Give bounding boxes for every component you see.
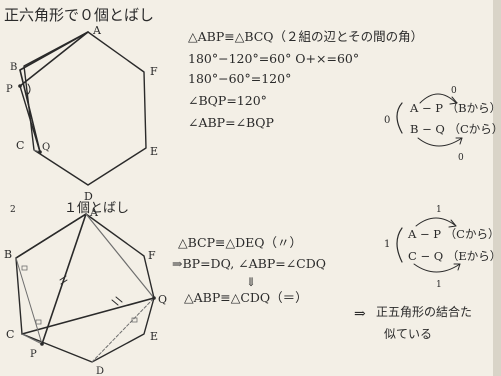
proof1-line-2: 180°−120°=60° O+×=60° [188,51,359,66]
proof2-line-2: ⇒BP=DQ, ∠ABP=∠CDQ [172,256,326,271]
fig1-label-p: P [6,84,13,95]
fig2-segment-aq [85,213,155,299]
fig1-label-q: Q [42,142,50,153]
polygon-2-outline [15,213,155,363]
fig2-segment-bp [15,257,43,345]
tick-mark-4 [115,296,123,303]
angle-box-c [35,319,42,325]
proof2-arrow-down: ⇓ [246,275,256,289]
conclusion-line-2: 似ている [384,327,432,341]
fig2-label-b: B [4,248,12,261]
figure-2-polygon [15,213,156,363]
heading-2: １個とばし [64,201,129,216]
hexagon-1-outline [23,31,147,186]
note2-brace [396,227,403,263]
note1-brace [396,102,403,134]
page-heading: 正六角形で０個とばし [4,6,154,24]
fig2-label-d: D [96,366,104,376]
note2-one: 1 [384,239,390,250]
proof1-line-1: △ABP≡△BCQ（２組の辺とその間の角） [188,29,423,44]
fig2-segment-dq [91,297,155,363]
page-edge [493,0,501,376]
conclusion-arrow: ⇒ [354,306,366,322]
angle-mark-1 [27,83,31,95]
conclusion-note: ⇒ 正五角形の結合た 似ている [354,304,472,341]
tick-mark-3 [111,299,119,306]
fig1-label-c: C [16,139,24,152]
fig2-segment-cp [21,333,43,345]
fig1-label-f: F [150,65,158,78]
segment-pq [19,85,41,153]
fig2-label-c: C [6,328,14,341]
note1-zero: 0 [384,115,390,126]
tick-mark-2 [60,279,68,285]
conclusion-line-1: 正五角形の結合た [376,304,472,319]
note1-arrow-top [419,93,457,104]
fig2-segment-ab [15,213,87,259]
note2-arrow-top-head [448,219,457,228]
fig1-label-b: B [10,62,17,73]
fig1-label-a: A [92,24,102,37]
fig2-segment-cq [21,297,155,335]
note1-arrow-bottom-head [455,137,463,145]
fig2-point-q-dot [152,296,156,300]
note1-arrow-bottom-label: 0 [458,153,464,163]
fig2-segment-ap [41,213,87,345]
fig2-tick: 2 [10,205,16,215]
angle-box-e [131,317,138,323]
figure-1-hexagon [18,31,147,186]
proof2-line-3: △ABP≡△CDQ（＝） [184,290,308,305]
note2-arrow-top [415,217,457,227]
proof1-line-4: ∠BQP=120° [188,93,267,108]
note2-arrow-top-label: 1 [436,205,442,215]
fig2-label-f: F [148,249,156,262]
note-2: 1 A − P （Cから） C − Q （Eから） 1 1 [384,205,501,290]
tick-mark-1 [59,275,67,281]
note2-arrow-bottom-head [453,263,461,271]
note2-line-1: A − P （Cから） [407,227,499,241]
fig2-point-p-dot [40,342,44,346]
note2-arrow-bottom [413,263,461,273]
proof1-line-3: 180°−60°=120° [188,71,291,86]
point-q-dot [38,150,42,154]
note2-line-2: C − Q （Eから） [408,249,501,263]
angle-box-b [21,265,28,271]
fig2-label-a: A [89,206,99,219]
proof-1: △ABP≡△BCQ（２組の辺とその間の角） 180°−120°=60° O+×=… [188,29,423,130]
fig2-label-e: E [150,330,158,343]
note1-line-2: B − Q （Cから） [410,122,501,136]
note1-arrow-bottom [417,137,463,147]
proof2-line-1: △BCP≡△DEQ（〃） [178,235,302,250]
proof-2: △BCP≡△DEQ（〃） ⇒BP=DQ, ∠ABP=∠CDQ ⇓ △ABP≡△C… [172,235,326,305]
proof1-line-5: ∠ABP=∠BQP [188,115,274,130]
note1-line-1: A − P （Bから） [409,101,501,115]
fig2-label-q: Q [158,293,167,306]
fig1-label-d: D [84,190,93,203]
segment-ap [19,31,89,87]
segment-ab [19,31,89,71]
segment-bq [19,69,41,153]
point-p-dot [18,84,22,88]
note-1: 0 A − P （Bから） B − Q （Cから） 0 0 [384,86,501,163]
note1-arrow-top-head [449,96,458,105]
fig1-label-e: E [150,145,158,158]
note2-arrow-bottom-label: 1 [436,280,442,290]
note1-arrow-top-label: 0 [451,86,457,96]
fig2-label-p: P [30,349,37,360]
